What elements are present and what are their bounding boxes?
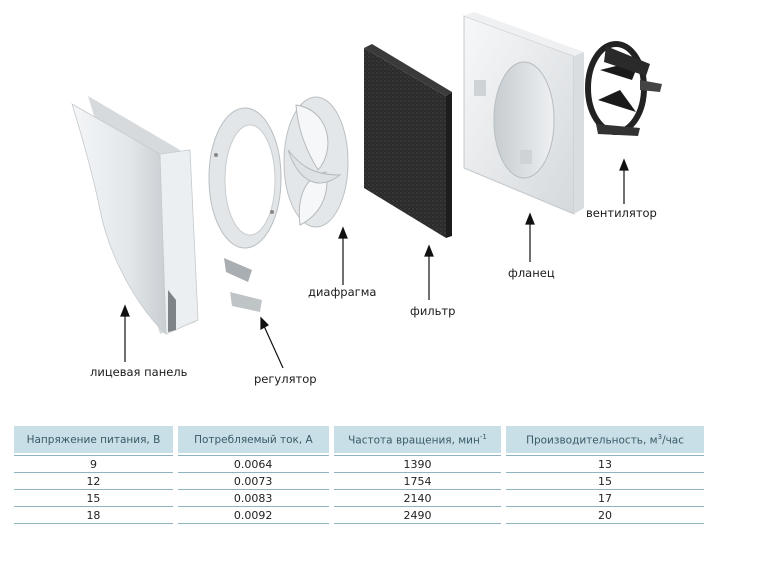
regulator-ring-illustration bbox=[208, 107, 282, 312]
cell-voltage: 18 bbox=[14, 507, 173, 524]
cell-rotation-speed: 2140 bbox=[333, 490, 502, 507]
cell-rotation-speed: 1754 bbox=[333, 473, 502, 490]
table-row: 18 0.0092 2490 20 bbox=[14, 507, 704, 524]
exploded-view-diagram: лицевая панель регулятор диафрагма фильт… bbox=[71, 12, 662, 386]
cell-capacity: 17 bbox=[506, 490, 704, 507]
table-row: 15 0.0083 2140 17 bbox=[14, 490, 704, 507]
cell-rotation-speed: 1390 bbox=[333, 455, 502, 473]
cell-capacity: 20 bbox=[506, 507, 704, 524]
filter-illustration bbox=[364, 44, 452, 238]
fan-label: вентилятор bbox=[586, 206, 657, 220]
header-capacity: Производительность, м3/час bbox=[506, 426, 704, 455]
cell-voltage: 12 bbox=[14, 473, 173, 490]
filter-label: фильтр bbox=[410, 304, 456, 318]
exploded-view-illustration bbox=[71, 12, 662, 369]
header-rotation-speed: Частота вращения, мин-1 bbox=[333, 426, 502, 455]
diaphragm-label: диафрагма bbox=[308, 285, 377, 299]
face-panel-label: лицевая панель bbox=[90, 365, 188, 379]
cell-current: 0.0092 bbox=[177, 507, 329, 524]
flange-label: фланец bbox=[508, 266, 555, 280]
flange-illustration bbox=[463, 12, 584, 215]
cell-voltage: 9 bbox=[14, 455, 173, 473]
face-panel-illustration bbox=[71, 96, 199, 335]
specifications-table: Напряжение питания, В Потребляемый ток, … bbox=[9, 426, 709, 524]
cell-rotation-speed: 2490 bbox=[333, 507, 502, 524]
diaphragm-illustration bbox=[283, 96, 349, 228]
table-row: 9 0.0064 1390 13 bbox=[14, 455, 704, 473]
header-voltage: Напряжение питания, В bbox=[14, 426, 173, 455]
table-header-row: Напряжение питания, В Потребляемый ток, … bbox=[14, 426, 704, 455]
cell-current: 0.0064 bbox=[177, 455, 329, 473]
table-row: 12 0.0073 1754 15 bbox=[14, 473, 704, 490]
cell-capacity: 15 bbox=[506, 473, 704, 490]
cell-current: 0.0083 bbox=[177, 490, 329, 507]
regulator-label: регулятор bbox=[254, 372, 317, 386]
cell-capacity: 13 bbox=[506, 455, 704, 473]
fan-illustration bbox=[585, 41, 662, 136]
leader-lines bbox=[120, 158, 629, 369]
header-current: Потребляемый ток, А bbox=[177, 426, 329, 455]
cell-current: 0.0073 bbox=[177, 473, 329, 490]
cell-voltage: 15 bbox=[14, 490, 173, 507]
